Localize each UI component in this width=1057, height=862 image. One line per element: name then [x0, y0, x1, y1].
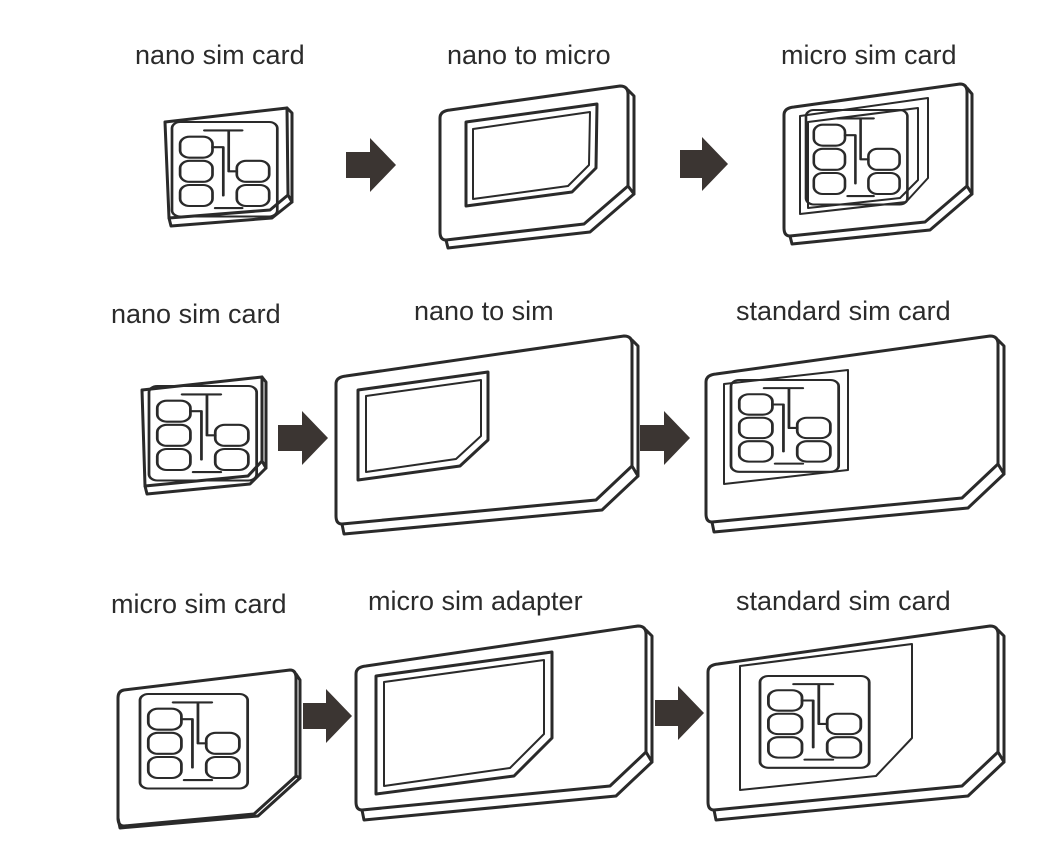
row1-micro-sim-card-icon: [782, 82, 974, 246]
row2-standard-sim-card-icon: [704, 334, 1006, 534]
row3-source-label: micro sim card: [111, 589, 287, 619]
row3-standard-sim-card-icon: [706, 624, 1006, 822]
row3-result-label: standard sim card: [736, 586, 951, 616]
row1-result-label: micro sim card: [781, 40, 957, 70]
row2-source-label: nano sim card: [111, 299, 281, 329]
row2-arrow-2-icon: [640, 411, 690, 465]
row3-adapter-label: micro sim adapter: [368, 586, 583, 616]
row1-nano-to-micro-adapter-icon: [438, 84, 636, 250]
row3-arrow-1-icon: [303, 689, 352, 743]
row3-micro-sim-adapter-icon: [354, 624, 654, 822]
row1-source-label: nano sim card: [135, 40, 305, 70]
row1-arrow-1-icon: [346, 138, 396, 192]
row2-arrow-1-icon: [278, 411, 328, 465]
row3-micro-sim-card-icon: [116, 668, 302, 830]
row1-adapter-label: nano to micro: [447, 40, 611, 70]
row2-result-label: standard sim card: [736, 296, 951, 326]
row2-nano-to-sim-adapter-icon: [334, 334, 640, 536]
row2-nano-sim-card-icon: [140, 375, 268, 496]
row1-arrow-2-icon: [680, 137, 728, 191]
row2-adapter-label: nano to sim: [414, 296, 554, 326]
row3-arrow-2-icon: [655, 686, 704, 740]
row1-nano-sim-card-icon: [163, 106, 294, 228]
